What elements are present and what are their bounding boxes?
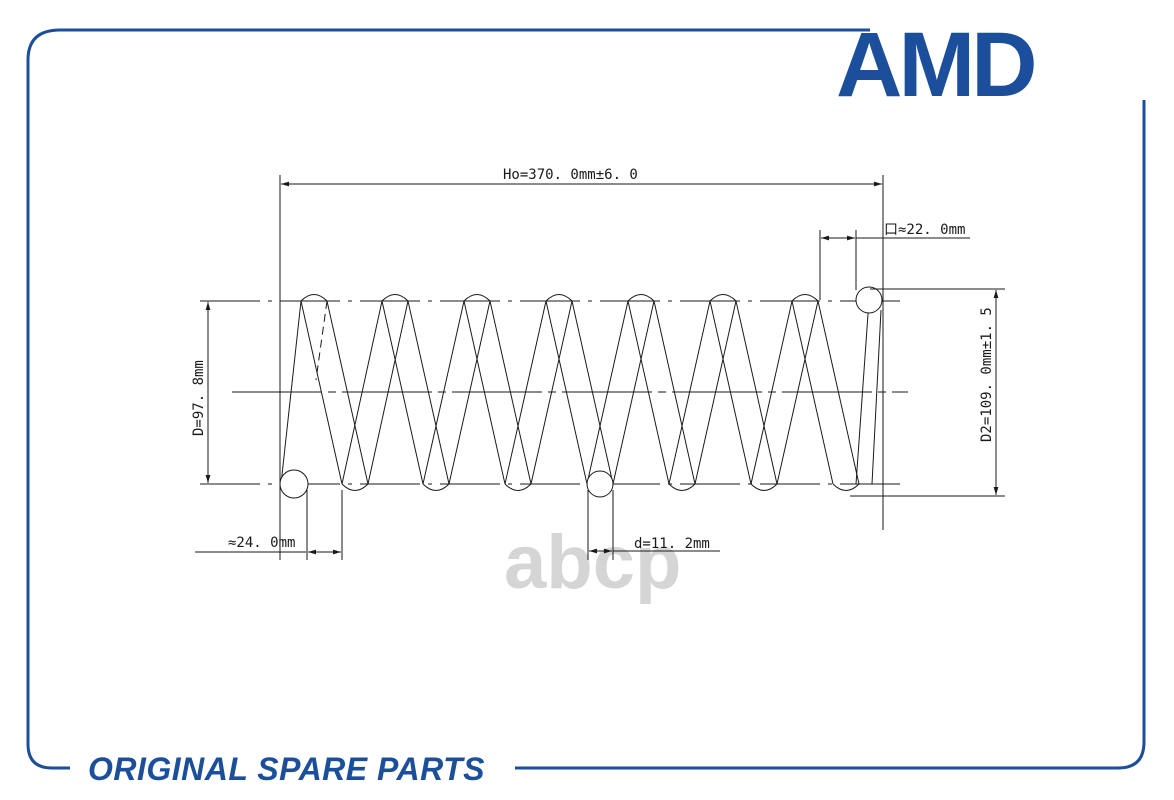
- coil-front-strand: [545, 300, 588, 485]
- spring-drawing: [200, 286, 908, 499]
- dimension-lines: [195, 175, 1005, 560]
- coil-back-strand: [280, 300, 302, 485]
- outer-diameter-label: D2=109. 0mm±1. 5: [979, 307, 995, 442]
- coil-back-strand: [668, 300, 711, 485]
- coil-front-strand: [709, 300, 752, 485]
- coil-back-strand: [694, 300, 737, 485]
- frame-border-left: [26, 28, 870, 770]
- coil-top-arc: [545, 294, 573, 302]
- wire-section-circle: [586, 470, 614, 498]
- pitch-end-label: 口≈22. 0mm: [884, 222, 965, 238]
- coil-top-arc: [709, 294, 737, 302]
- wire-section-circle: [855, 286, 883, 314]
- coil-front-strand: [571, 300, 614, 485]
- coil-bottom-arc: [750, 483, 778, 491]
- coil-back-strand: [612, 300, 655, 485]
- coil-back-strand: [871, 309, 882, 485]
- coil-front-strand: [627, 300, 670, 485]
- coil-top-arc: [627, 294, 655, 302]
- footer-brand-text: ORIGINAL SPARE PARTS: [88, 751, 485, 787]
- coil-back-strand: [448, 300, 491, 485]
- coil-back-strand: [586, 300, 629, 485]
- coil-top-arc: [791, 294, 819, 302]
- coil-back-strand: [504, 300, 547, 485]
- coil-hidden-strand: [315, 300, 328, 381]
- coil-front-strand: [407, 300, 450, 485]
- free-length-label: Ho=370. 0mm±6. 0: [503, 167, 638, 183]
- coil-front-strand: [653, 300, 696, 485]
- coil-bottom-arc: [668, 483, 696, 491]
- coil-front-strand: [381, 300, 424, 485]
- coil-bottom-arc: [832, 483, 860, 491]
- coil-top-arc: [463, 294, 491, 302]
- coil-back-strand: [750, 300, 793, 485]
- wire-diameter-label: d=11. 2mm: [634, 536, 710, 552]
- coil-back-strand: [422, 300, 465, 485]
- coil-bottom-arc: [422, 483, 450, 491]
- coil-back-strand: [855, 299, 870, 485]
- wire-section-circle: [279, 469, 309, 499]
- coil-front-strand: [817, 300, 860, 485]
- coil-front-strand: [300, 300, 343, 485]
- coil-front-strand: [463, 300, 506, 485]
- coil-back-strand: [367, 300, 409, 485]
- coil-back-strand: [341, 300, 383, 485]
- coil-bottom-arc: [504, 483, 532, 491]
- watermark-text: abcp: [504, 520, 681, 605]
- coil-back-strand: [530, 300, 573, 485]
- coil-front-strand: [489, 300, 532, 485]
- mean-diameter-label: D=97. 8mm: [191, 360, 207, 436]
- coil-front-strand: [735, 300, 778, 485]
- coil-top-arc: [300, 294, 328, 302]
- brand-logo: AMD: [836, 14, 1034, 116]
- frame-border: [515, 100, 1146, 770]
- end-gap-label: ≈24. 0mm: [228, 535, 295, 551]
- coil-back-strand: [776, 300, 819, 485]
- coil-front-strand: [326, 300, 369, 485]
- coil-top-arc: [381, 294, 409, 302]
- coil-bottom-arc: [341, 483, 369, 491]
- coil-front-strand: [791, 300, 834, 485]
